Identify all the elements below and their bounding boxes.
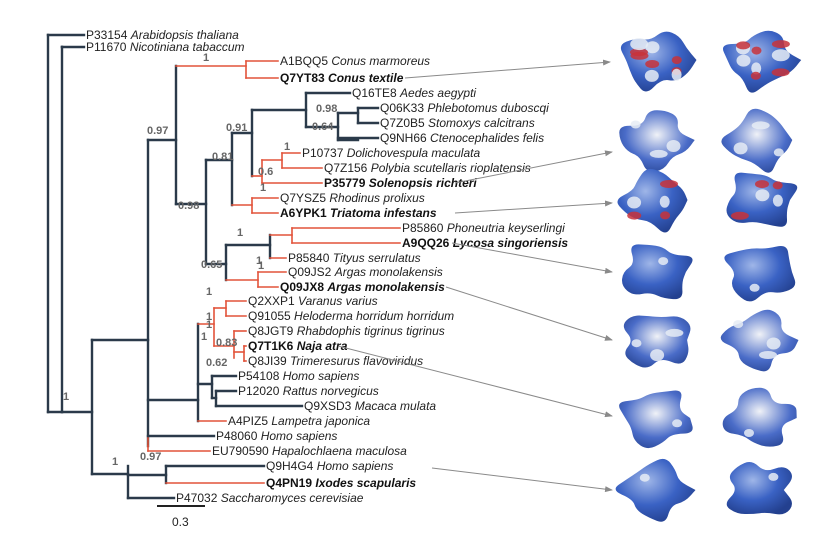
structure-arrow-4 (445, 286, 613, 341)
support-value-5: 0.6 (258, 166, 273, 178)
support-value-14: 1 (206, 311, 212, 323)
leaf-label-Q16TE8: Q16TE8 Aedes aegypti (352, 86, 476, 100)
support-value-4: 1 (284, 141, 290, 153)
support-value-2: 0.64 (312, 121, 334, 133)
leaf-label-P12020: P12020 Rattus norvegicus (238, 384, 379, 398)
structure-arrows (337, 59, 613, 493)
protein-surface-656-60 (620, 31, 697, 92)
support-value-0: 1 (203, 52, 209, 64)
protein-surface-656-200 (617, 168, 688, 233)
leaf-label-A4PIZ5: A4PIZ5 Lampetra japonica (228, 414, 370, 428)
leaf-label-Q4PN19: Q4PN19 Ixodes scapularis (266, 476, 416, 490)
tree-branches (46, 33, 401, 500)
leaf-label-Q2XXP1: Q2XXP1 Varanus varius (248, 294, 378, 308)
structure-arrow-2 (454, 200, 613, 214)
support-value-22: 1 (206, 319, 212, 331)
support-value-21: 1 (112, 456, 118, 468)
protein-surface-760-490 (726, 461, 792, 515)
protein-surface-760-418 (722, 387, 797, 447)
support-value-15: 0.83 (216, 337, 237, 349)
scale-bar: 0.3 (157, 505, 205, 529)
protein-surface-760-200 (726, 172, 798, 227)
support-value-17: 1 (201, 331, 207, 343)
support-value-13: 1 (258, 260, 264, 272)
leaf-label-A6YPK1: A6YPK1 Triatoma infestans (280, 206, 437, 220)
protein-surface-760-272 (724, 245, 796, 302)
support-value-6: 0.81 (212, 151, 233, 163)
leaf-label-Q09JS2: Q09JS2 Argas monolakensis (288, 265, 443, 279)
leaf-label-Q9XSD3: Q9XSD3 Macaca mulata (304, 399, 436, 413)
structure-arrow-5 (337, 345, 613, 418)
structure-arrow-3 (451, 242, 613, 274)
leaf-label-A1BQQ5: A1BQQ5 Conus marmoreus (280, 54, 430, 68)
protein-surface-656-490 (615, 458, 696, 522)
support-value-7: 1 (260, 182, 266, 194)
structure-arrow-6 (431, 467, 613, 493)
leaf-label-Q8JI39: Q8JI39 Trimeresurus flavoviridus (248, 354, 423, 368)
scale-bar-label: 0.3 (172, 515, 189, 529)
structure-arrow-0 (404, 59, 611, 79)
leaf-label-Q7Z156: Q7Z156 Polybia scutellaris rioplatensis (324, 161, 531, 175)
leaf-label-P85860: P85860 Phoneutria keyserlingi (402, 221, 565, 235)
leaf-label-Q06K33: Q06K33 Phlebotomus duboscqi (380, 101, 549, 115)
leaf-label-P11670: P11670 Nicotiniana tabaccum (86, 40, 245, 54)
leaf-label-Q7T1K6: Q7T1K6 Naja atra (248, 339, 348, 353)
protein-surface-656-418 (619, 390, 693, 449)
protein-surface-760-340 (720, 309, 799, 372)
support-value-10: 1 (237, 227, 243, 239)
support-value-19: 1 (63, 391, 69, 403)
leaf-label-Q9NH66: Q9NH66 Ctenocephalides felis (380, 131, 544, 145)
support-value-16: 0.62 (206, 357, 227, 369)
support-value-11: 1 (256, 255, 262, 267)
leaf-label-P85840: P85840 Tityus serrulatus (288, 251, 421, 265)
support-value-18: 1 (206, 286, 212, 298)
protein-surface-656-340 (623, 315, 691, 368)
leaf-label-Q7YT83: Q7YT83 Conus textile (280, 71, 404, 85)
protein-surface-656-140 (619, 110, 695, 172)
leaf-label-P47032: P47032 Saccharomyces cerevisiae (176, 491, 364, 505)
leaf-label-Q9H4G4: Q9H4G4 Homo sapiens (266, 459, 393, 473)
leaf-label-P33154: P33154 Arabidopsis thaliana (86, 28, 239, 42)
leaf-label-Q7YSZ5: Q7YSZ5 Rhodinus prolixus (280, 191, 425, 205)
structure-arrow-1 (454, 150, 613, 184)
leaf-label-P48060: P48060 Homo sapiens (216, 429, 337, 443)
leaf-label-Q09JX8: Q09JX8 Argas monolakensis (280, 280, 445, 294)
protein-surface-images (615, 30, 802, 522)
support-value-9: 0.98 (178, 200, 199, 212)
support-value-20: 0.97 (140, 451, 161, 463)
protein-surface-656-272 (622, 244, 693, 300)
protein-surface-760-140 (721, 108, 793, 173)
support-value-1: 0.98 (316, 103, 337, 115)
leaf-label-P10737: P10737 Dolichovespula maculata (302, 146, 480, 160)
leaf-label-EU790590: EU790590 Hapalochlaena maculosa (212, 444, 407, 458)
support-value-8: 0.97 (147, 125, 168, 137)
support-value-3: 0.91 (226, 122, 247, 134)
leaf-label-Q91055: Q91055 Heloderma horridum horridum (248, 309, 454, 323)
support-value-12: 0.65 (201, 259, 222, 271)
leaf-label-Q8JGT9: Q8JGT9 Rhabdophis tigrinus tigrinus (248, 324, 445, 338)
leaf-label-A9QQ26: A9QQ26 Lycosa singoriensis (402, 236, 568, 250)
protein-surface-760-60 (722, 30, 802, 93)
leaf-label-Q7Z0B5: Q7Z0B5 Stomoxys calcitrans (380, 116, 535, 130)
leaf-label-P54108: P54108 Homo sapiens (238, 369, 359, 383)
leaf-label-P35779: P35779 Solenopsis richteri (324, 176, 477, 190)
